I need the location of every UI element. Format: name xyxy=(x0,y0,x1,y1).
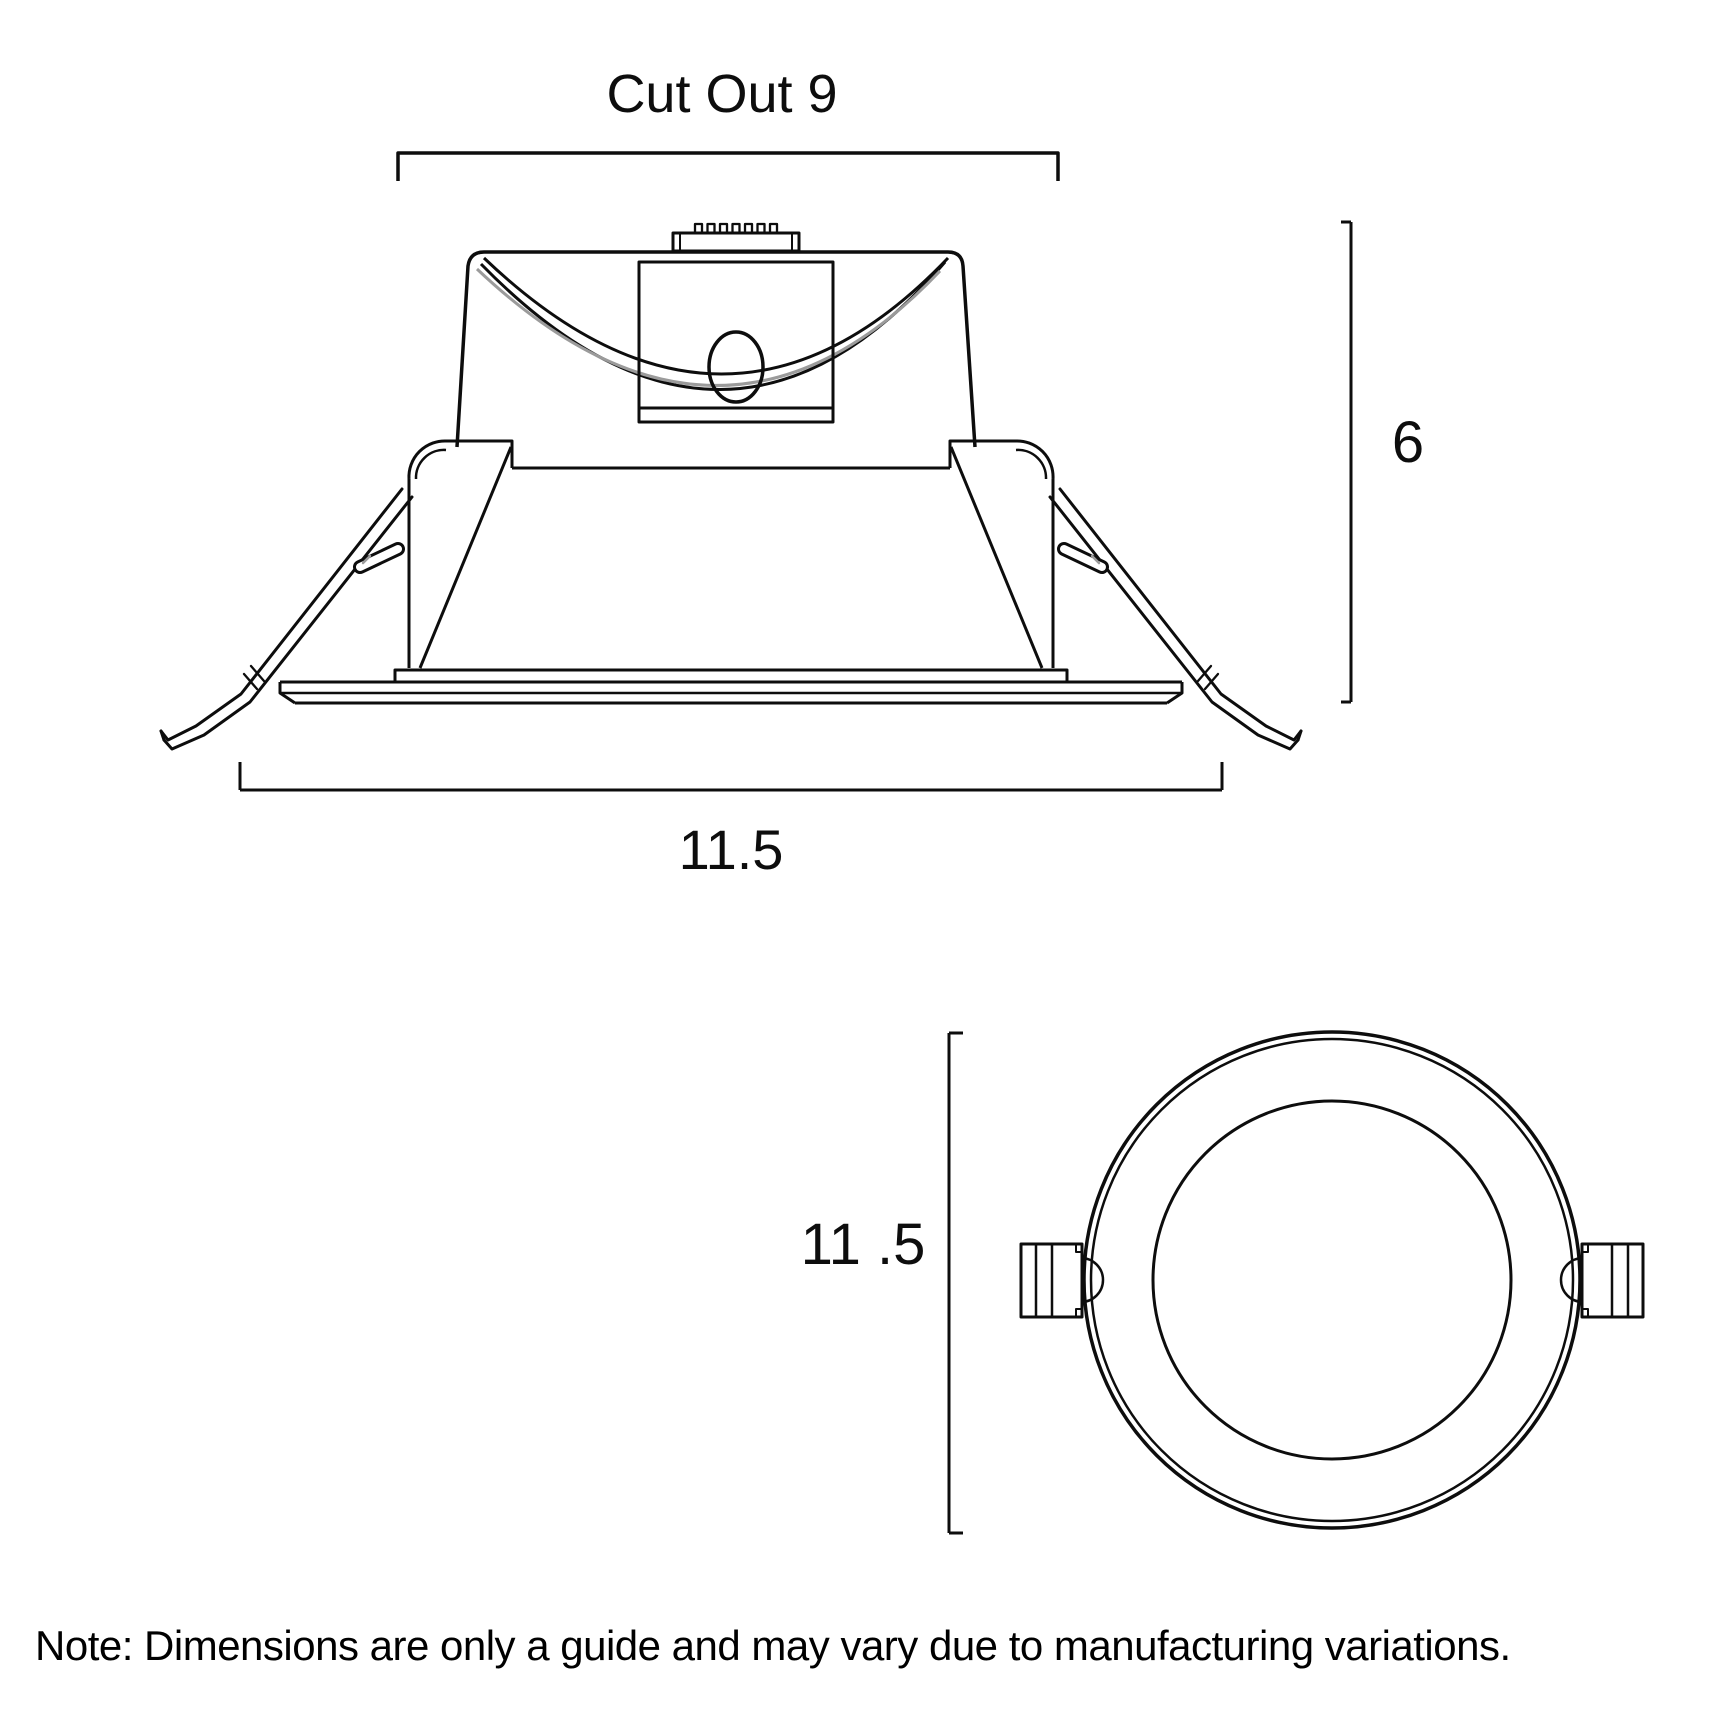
housing-body xyxy=(455,250,977,448)
inner-rim-circle xyxy=(1089,1037,1575,1523)
side-view xyxy=(159,151,1353,792)
reflector-bowl xyxy=(418,446,1044,669)
height-dimension-line xyxy=(1341,220,1353,704)
trim-flange xyxy=(278,668,1184,705)
outer-rim-circle xyxy=(1082,1030,1582,1530)
note-text: Note: Dimensions are only a guide and ma… xyxy=(35,1622,1511,1669)
height-dimension-label: 6 xyxy=(1392,410,1424,475)
right-spring-arm xyxy=(1048,487,1303,751)
height-dimension xyxy=(1341,220,1353,704)
right-spring-bracket xyxy=(948,439,1055,668)
cutout-dimension xyxy=(396,151,1060,181)
cutout-dimension-label: Cut Out 9 xyxy=(606,64,837,124)
width-dimension xyxy=(238,762,1224,792)
bottom-view xyxy=(947,1030,1645,1535)
right-clip-tab xyxy=(1559,1242,1645,1319)
terminal-fins xyxy=(693,222,779,235)
diameter-dimension-line xyxy=(947,1031,963,1535)
body-seam-arc-shade xyxy=(475,267,942,387)
lens-circle xyxy=(1151,1099,1513,1461)
diameter-dimension xyxy=(947,1031,963,1535)
body-seam-arc-lower xyxy=(479,261,947,391)
left-spring-bracket xyxy=(407,439,514,668)
terminal-block xyxy=(671,222,801,253)
cutout-dimension-bracket xyxy=(396,151,1060,181)
width-dimension-line xyxy=(238,762,1224,792)
left-clip-tab xyxy=(1019,1242,1105,1319)
left-spring-arm xyxy=(159,487,414,751)
driver-knockout xyxy=(707,330,765,404)
diameter-dimension-label: 11 .5 xyxy=(801,1212,926,1277)
driver-box xyxy=(637,260,835,424)
body-seam-arc-upper xyxy=(482,256,950,376)
width-dimension-label: 11.5 xyxy=(679,818,784,881)
